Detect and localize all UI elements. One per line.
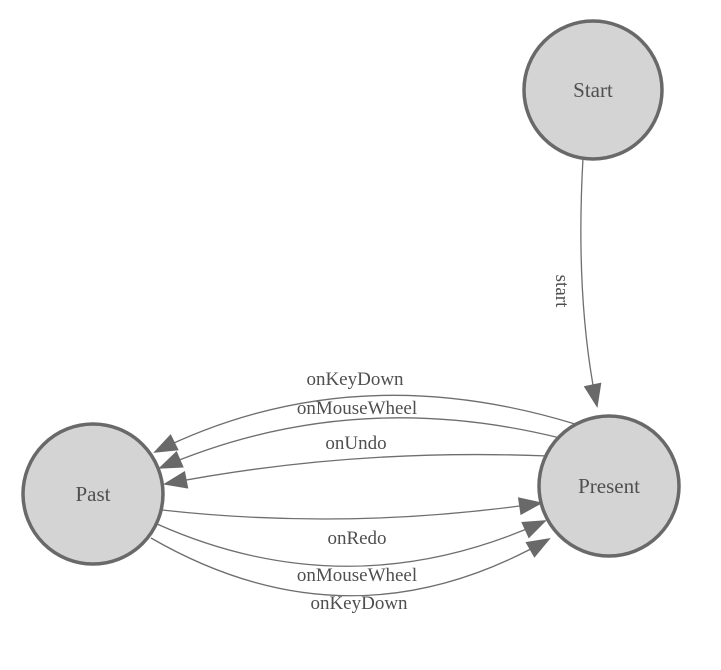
node-past-label: Past [75,482,110,506]
edge-label-onmousewheel-top: onMouseWheel [297,398,417,419]
edge-group: start onKeyDown onMouseWheel onUndo onRe… [150,157,602,614]
edge-label-start: start [551,275,572,308]
node-start-circle[interactable] [522,19,664,161]
node-start-label: Start [573,78,613,102]
edge-line-onkeydown-bottom [150,537,551,597]
edge-present-to-past-onmousewheel: onMouseWheel [158,398,561,469]
edge-line-onmousewheel-top [158,417,561,469]
edge-past-to-present-onredo: onRedo [161,497,543,549]
edge-line-onmousewheel-bottom [156,520,547,567]
edge-line-onundo [163,453,549,489]
node-past[interactable]: Past [21,422,165,566]
edge-line-onredo [161,497,543,520]
edge-past-to-present-onmousewheel: onMouseWheel [156,520,547,586]
edge-start-to-present: start [551,157,602,408]
node-start[interactable]: Start [522,19,664,161]
node-present-label: Present [578,474,640,498]
edge-present-to-past-onundo: onUndo [163,433,549,489]
edge-present-to-past-onkeydown: onKeyDown [153,369,576,453]
edge-label-onredo: onRedo [327,528,386,549]
edge-line-onkeydown-top [153,394,576,453]
edge-label-onundo: onUndo [325,433,386,454]
node-past-circle[interactable] [21,422,165,566]
node-present-circle[interactable] [537,414,681,558]
edge-line-start [580,157,602,408]
edge-past-to-present-onkeydown: onKeyDown [150,537,551,614]
edge-label-onkeydown-top: onKeyDown [306,369,404,390]
node-present[interactable]: Present [537,414,681,558]
edge-label-onkeydown-bottom: onKeyDown [310,593,408,614]
edge-label-onmousewheel-bottom: onMouseWheel [297,565,417,586]
